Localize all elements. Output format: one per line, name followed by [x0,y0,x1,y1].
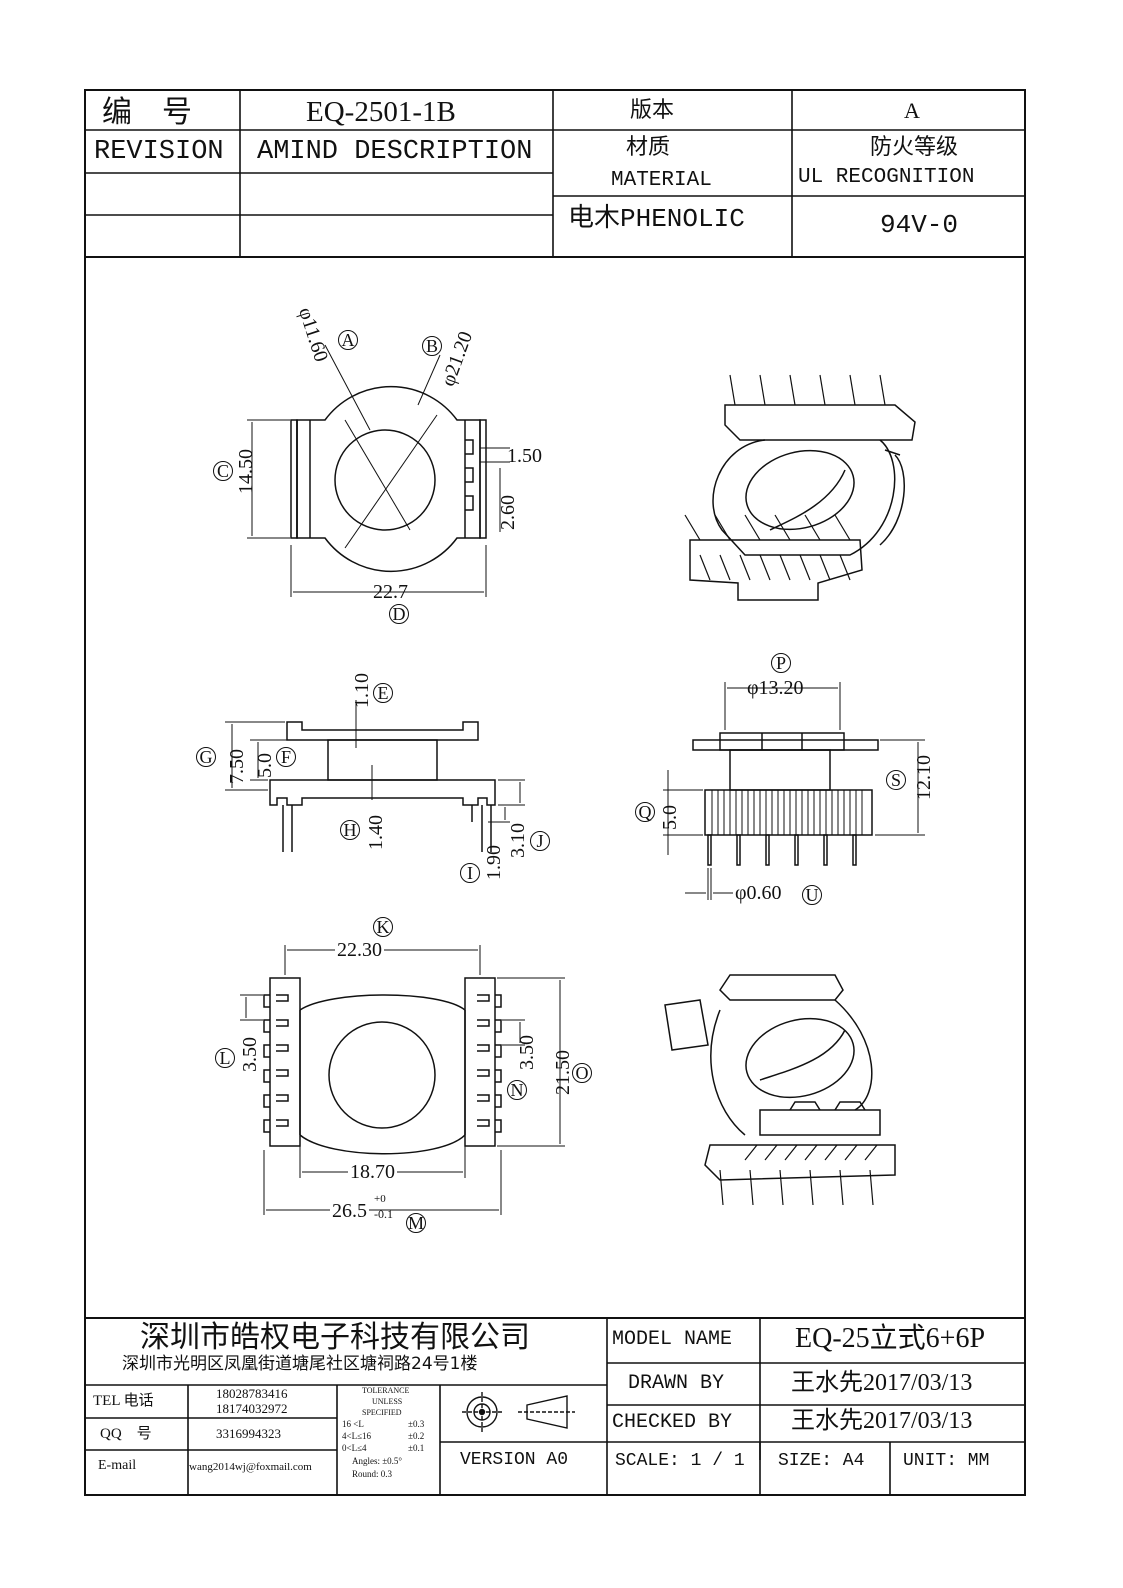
tolerance-round: Round: 0.3 [352,1469,393,1479]
dim-h-value: 1.40 [365,815,387,850]
material-label-cn: 材质 [626,135,671,160]
dim-h-marker: H [340,820,360,840]
material-label-en: MATERIAL [611,169,712,192]
dim-s-marker: S [886,770,906,790]
size-label: SIZE: A4 [778,1451,865,1471]
email-label: E-mail [98,1458,137,1473]
dim-i-value: 1.90 [483,845,505,880]
dim-g-marker: G [196,747,216,767]
tolerance-line-2: UNLESS [372,1397,403,1406]
tolerance-line-1: TOLERANCE [362,1386,410,1395]
part-no: EQ-2501-1B [306,96,456,128]
ul-label-en: UL RECOGNITION [798,166,975,189]
checked-by-value: 王水先2017/03/13 [791,1408,973,1434]
dim-c-value: 14.50 [235,449,257,494]
material-value: 电木PHENOLIC [568,204,745,234]
tolerance-range-1: 16 <L [342,1419,364,1429]
model-name-value: EQ-25立式6+6P [795,1323,986,1354]
dim-e-marker: E [373,683,393,703]
dim-e-value: 1.10 [351,673,373,708]
dim-m-tol-lower: -0.1 [374,1207,393,1221]
front-view [663,682,925,900]
dim-u-marker: U [802,885,822,905]
tolerance-angles: Angles: ±0.5° [352,1456,403,1466]
dim-c-marker: C [213,461,233,481]
dim-slot-value: 1.50 [507,445,542,467]
company-address: 深圳市光明区凤凰街道塘尾社区塘祠路24号1楼 [122,1354,478,1374]
dim-f-marker: F [276,747,296,767]
dim-p-marker: P [771,653,791,673]
email-value: wang2014wj@foxmail.com [189,1461,312,1473]
dim-m-marker: M [406,1213,426,1233]
version-text: VERSION A0 [460,1450,569,1470]
dim-pitch-value: 2.60 [497,495,519,530]
dim-j-value: 3.10 [507,823,529,858]
isometric-view-top [684,374,916,601]
dim-q-marker: Q [635,802,655,822]
dim-d-value: 22.7 [373,581,408,603]
dim-o-value: 21.50 [552,1050,574,1095]
drawn-by-value: 王水先2017/03/13 [791,1370,973,1396]
projection-symbol [462,1392,575,1432]
drawn-by-label: DRAWN BY [628,1372,725,1395]
tel-2: 18174032972 [216,1401,288,1416]
version-label: 版本 [630,98,675,123]
qq-value: 3316994323 [216,1426,281,1441]
dim-g-value: 7.50 [226,749,248,784]
dim-m-value: 26.5 [330,1200,369,1222]
dim-a-marker: A [338,330,358,350]
unit-label: UNIT: MM [903,1451,990,1471]
revision-label: REVISION [94,137,224,167]
tel-label: TEL 电话 [93,1393,154,1409]
dim-p-value: φ13.20 [747,677,804,699]
ul-label-cn: 防火等级 [870,135,959,160]
model-name-label: MODEL NAME [612,1328,733,1351]
side-view [225,700,525,852]
ul-rating-value: 94V-0 [880,210,959,240]
dim-f-value: 5.0 [254,753,276,778]
dim-b-marker: B [422,336,442,356]
dim-l-value: 3.50 [239,1037,261,1072]
dim-u-value: φ0.60 [735,882,782,904]
bottom-view [240,945,565,1215]
part-no-label: 编 号 [102,96,192,129]
tolerance-value-3: ±0.1 [408,1443,425,1453]
scale-label: SCALE: 1 / 1 [615,1451,745,1471]
dim-s-value: 12.10 [913,755,935,800]
company-name: 深圳市皓权电子科技有限公司 [140,1321,530,1354]
dim-o-marker: O [572,1063,592,1083]
dim-m-tol-upper: +0 [374,1193,386,1205]
tel-1: 18028783416 [216,1386,288,1401]
version-value: A [904,98,920,123]
tolerance-value-1: ±0.3 [408,1419,425,1429]
tolerance-value-2: ±0.2 [408,1431,425,1441]
dim-d-marker: D [389,604,409,624]
dim-l-marker: L [215,1048,235,1068]
qq-label: QQ 号 [100,1426,152,1442]
dim-k-value: 22.30 [335,939,384,961]
dim-n-value: 3.50 [516,1035,538,1070]
dim-i-marker: I [460,863,480,883]
dim-q-value: 5.0 [659,805,681,830]
dim-inner-value: 18.70 [348,1161,397,1183]
dim-j-marker: J [530,831,550,851]
top-view [247,344,510,597]
checked-by-label: CHECKED BY [612,1411,733,1434]
dim-k-marker: K [373,917,393,937]
dim-n-marker: N [507,1080,527,1100]
isometric-view-bottom [664,974,896,1206]
amend-description-label: AMIND DESCRIPTION [257,137,533,167]
tolerance-range-3: 0<L≤4 [342,1443,367,1453]
tolerance-range-2: 4<L≤16 [342,1431,372,1441]
tolerance-line-3: SPECIFIED [362,1408,402,1417]
